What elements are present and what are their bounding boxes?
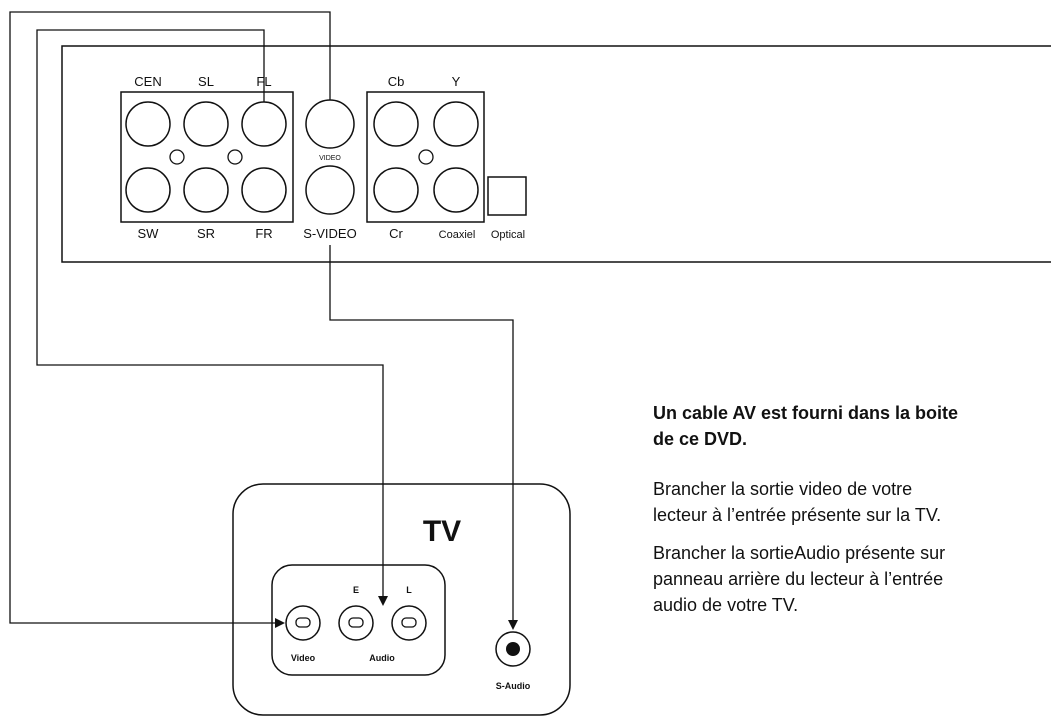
label-cr: Cr: [389, 226, 403, 241]
instruction-line: lecteur à l’entrée présente sur la TV.: [653, 505, 942, 525]
instruction-video: Brancher la sortie video de votre lecteu…: [653, 476, 1051, 528]
dvd-rear-panel: [61, 45, 1051, 263]
screw-icon: [227, 149, 243, 165]
arrow-down-icon: [378, 596, 388, 606]
tv-label-l: L: [406, 585, 412, 595]
jack-fl: [241, 101, 287, 147]
jack-video: [305, 99, 355, 149]
label-fr: FR: [255, 226, 272, 241]
tv-label-audio: Audio: [369, 653, 395, 663]
instruction-audio: Brancher la sortieAudio présente sur pan…: [653, 540, 1051, 618]
label-video-jack: VIDEO: [319, 155, 341, 162]
label-cen: CEN: [134, 74, 161, 89]
component-output-block: [366, 91, 485, 223]
instructions: Un cable AV est fourni dans la boite de …: [653, 400, 1051, 630]
jack-fr: [241, 167, 287, 213]
cables: [9, 11, 514, 624]
instruction-line: Brancher la sortie video de votre: [653, 479, 913, 499]
arrowheads: [275, 596, 518, 630]
label-sl: SL: [198, 74, 214, 89]
surround-output-block: [120, 91, 294, 223]
cable-video: [9, 11, 331, 624]
intro-line: de ce DVD.: [653, 429, 748, 449]
instruction-line: panneau arrière du lecteur à l’entrée: [653, 569, 944, 589]
label-sw: SW: [138, 226, 160, 241]
tv-unit: TV E L Video Audio S-Audio: [232, 483, 571, 716]
jack-sr: [183, 167, 229, 213]
tv-jack-audio-l: [391, 605, 427, 641]
arrow-down-icon: [508, 620, 518, 630]
intro-line: Un cable AV est fourni dans la boite: [653, 403, 959, 423]
cable-s-audio: [329, 245, 514, 624]
label-y: Y: [452, 74, 461, 89]
instruction-line: Brancher la sortieAudio présente sur: [653, 543, 946, 563]
label-optical: Optical: [491, 229, 525, 241]
screw-icon: [169, 149, 185, 165]
tv-jack-video: [285, 605, 321, 641]
intro-note: Un cable AV est fourni dans la boite de …: [653, 400, 1051, 452]
jack-cen: [125, 101, 171, 147]
tv-label-e: E: [353, 585, 359, 595]
tv-title: TV: [423, 515, 461, 548]
jack-sw: [125, 167, 171, 213]
tv-label-s-audio: S-Audio: [496, 681, 531, 691]
jack-cr: [373, 167, 419, 213]
tv-jack-s-audio: [495, 631, 531, 667]
jack-s-video: [305, 165, 355, 215]
arrow-right-icon: [275, 618, 285, 628]
panel-bottom-labels: SW SR FR S-VIDEO Cr Coaxiel Optical: [138, 226, 526, 241]
tv-jack-audio-e: [338, 605, 374, 641]
label-sr: SR: [197, 226, 215, 241]
label-coaxiel: Coaxiel: [439, 229, 476, 241]
jack-y: [433, 101, 479, 147]
tv-input-panel: [271, 564, 446, 676]
panel-top-labels: CEN SL FL Cb Y: [134, 74, 460, 89]
label-cb: Cb: [388, 74, 405, 89]
jack-coaxial: [433, 167, 479, 213]
instruction-line: audio de votre TV.: [653, 595, 799, 615]
jack-sl: [183, 101, 229, 147]
cable-audio: [36, 29, 384, 600]
optical-port: [487, 176, 527, 216]
screw-icon: [418, 149, 434, 165]
label-s-video: S-VIDEO: [303, 226, 356, 241]
tv-label-video: Video: [291, 653, 316, 663]
jack-cb: [373, 101, 419, 147]
